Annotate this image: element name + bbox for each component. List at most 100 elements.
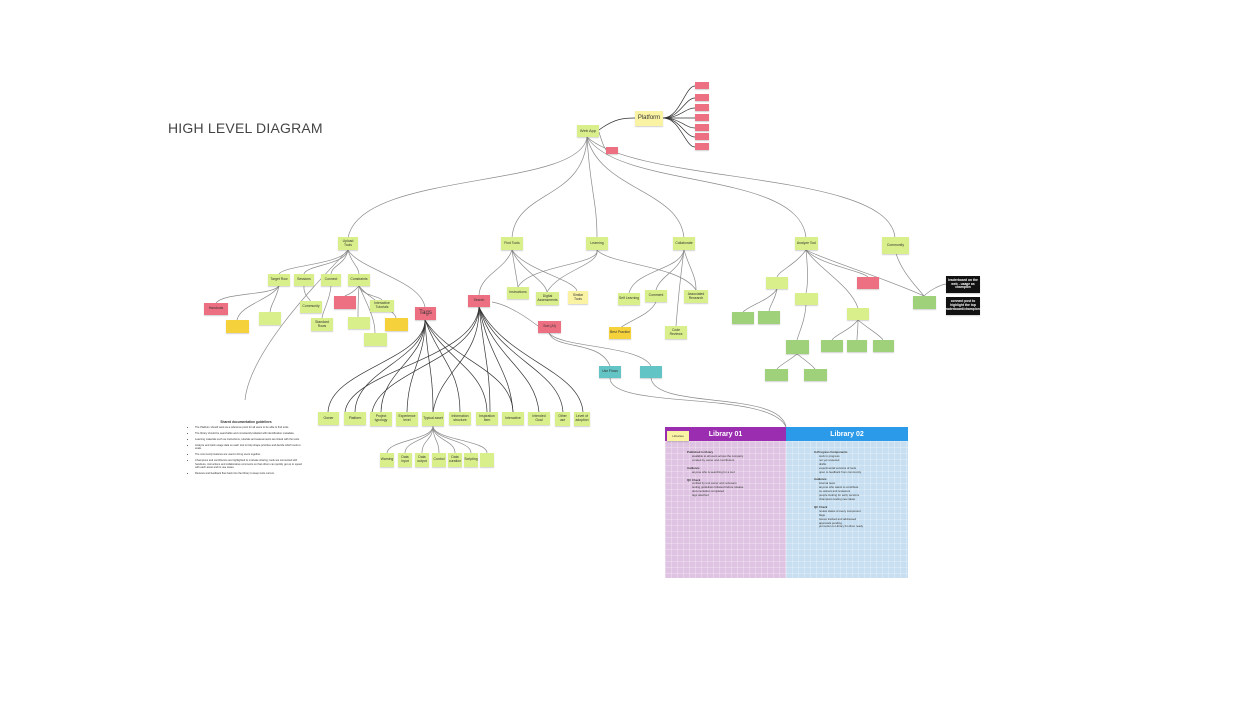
interactive-tutorials-node[interactable]: Interactive Tutorials <box>370 300 394 312</box>
find-tools-node[interactable]: Find Tools <box>501 237 523 250</box>
tag-item[interactable]: Information structure <box>449 412 471 425</box>
tag-item[interactable]: Experience level <box>396 412 418 426</box>
tag-item[interactable]: Level of adoption <box>574 412 590 426</box>
library-01-heading: Audience <box>687 465 700 470</box>
standard-rows-node[interactable]: Standard Rows <box>311 318 333 331</box>
library-01-line: testing guidelines followed before relea… <box>692 485 744 490</box>
analyze-sub-node[interactable] <box>758 311 780 324</box>
learning-node[interactable]: Learning <box>586 237 608 250</box>
digital-assessments-node[interactable]: Digital Assessments <box>536 292 559 305</box>
constraints-sub-node[interactable] <box>334 296 356 309</box>
library-01-line: curated by owner and contributors <box>692 457 735 462</box>
use-flows-node[interactable]: Use Flows <box>599 366 621 378</box>
upload-sub-node[interactable] <box>259 312 281 325</box>
library-01-line: available to all users across the compan… <box>692 453 744 458</box>
library-02-line: review status of every component <box>819 508 861 513</box>
target-row-node[interactable]: Target Row <box>268 274 290 286</box>
platform-item[interactable] <box>695 94 709 101</box>
library-01-line: documentation completed <box>692 489 725 494</box>
connect-node[interactable]: Connect <box>321 274 341 286</box>
asset-item[interactable] <box>480 453 494 467</box>
web-app-node[interactable]: Web App <box>577 125 599 137</box>
analyze-sub-node[interactable] <box>847 308 869 320</box>
tag-item[interactable]: Owner <box>318 412 339 425</box>
constraints-sub-node[interactable] <box>364 333 387 346</box>
handouts-node[interactable]: Handouts <box>204 303 228 315</box>
sub-node[interactable] <box>606 147 618 154</box>
asset-item[interactable]: Scripting <box>464 453 478 467</box>
analyze-sub-node[interactable] <box>795 293 818 305</box>
platform-item[interactable] <box>695 133 709 140</box>
teal-node[interactable] <box>640 366 662 378</box>
leaderboard-note[interactable]: leaderboard on the web - usage as champi… <box>946 276 980 293</box>
similar-tools-node[interactable]: Similar Tools <box>568 291 588 304</box>
tags-node[interactable]: Tags <box>415 307 436 320</box>
doc-item: Champions and contributors are highlight… <box>195 459 304 470</box>
self-learning-node[interactable]: Self Learning <box>618 293 640 305</box>
library-02-header: Library 02 <box>786 427 908 441</box>
asset-item[interactable]: Warning <box>380 453 394 467</box>
sessions-node[interactable]: Sessions <box>294 274 314 286</box>
instructions-node[interactable]: Instructions <box>507 287 529 299</box>
asset-item[interactable]: Data input <box>398 453 412 467</box>
platform-item[interactable] <box>695 82 709 89</box>
analyze-sub-node[interactable] <box>765 369 788 381</box>
library-02-panel[interactable]: Library 02 In-Progress Components work i… <box>786 427 908 578</box>
library-02-line: people looking for early versions <box>819 493 860 498</box>
library-02-line: open to feedback from community <box>819 469 862 474</box>
asset-item[interactable]: Control <box>432 453 446 467</box>
connect-post-note[interactable]: connect post to highlight the top leader… <box>946 297 980 315</box>
analyze-sub-node[interactable] <box>873 340 894 352</box>
tag-item[interactable]: Intended Goal <box>528 412 550 425</box>
library-tag-note[interactable]: Libraries <box>667 431 689 441</box>
community-sub-node[interactable] <box>913 296 936 309</box>
asset-item[interactable]: Data curation <box>448 453 462 467</box>
tag-item[interactable]: Other use <box>555 412 570 426</box>
community-link-node[interactable]: Community <box>300 301 322 313</box>
library-02-line: issues tracked and addressed <box>819 516 857 521</box>
library-02-heading: In-Progress Components <box>814 450 848 454</box>
analyze-sub-node[interactable] <box>766 277 788 289</box>
analyze-sub-node[interactable] <box>857 277 879 289</box>
library-02-body: In-Progress Components work in progress … <box>786 441 908 578</box>
tag-item[interactable]: Interactive <box>502 412 524 425</box>
platform-item[interactable] <box>695 124 709 131</box>
sort-ai-node[interactable]: Sort (AI) <box>538 321 561 333</box>
analyze-tool-node[interactable]: Analyze Tool <box>795 237 818 250</box>
code-reviews-node[interactable]: Code Reviews <box>665 326 687 339</box>
doc-list: The Platform should work as a reference … <box>188 426 304 475</box>
constraints-sub-node[interactable] <box>348 317 370 329</box>
platform-item[interactable] <box>695 143 709 150</box>
tag-item[interactable]: Typical asset <box>422 412 444 426</box>
tag-item[interactable]: Project typology <box>370 412 392 426</box>
tag-item[interactable]: Platform <box>344 412 366 425</box>
library-02-line: experimental versions of tools <box>819 465 856 470</box>
constraints-sub-node[interactable] <box>385 318 408 331</box>
analyze-sub-node[interactable] <box>847 340 867 352</box>
library-02-line: not yet reviewed <box>819 457 840 462</box>
collaborate-node[interactable]: Collaborate <box>673 237 695 250</box>
asset-item[interactable]: Data output <box>415 453 429 467</box>
comment-node[interactable]: Comment <box>645 290 667 302</box>
library-01-body: Published to library available to all us… <box>665 441 786 578</box>
upload-tools-node[interactable]: Upload Tools <box>338 237 358 250</box>
tag-item[interactable]: Inspiration Item <box>476 412 498 425</box>
doc-title: Shared documentation guidelines <box>220 420 272 424</box>
library-02-line: flags <box>819 512 825 517</box>
associated-research-node[interactable]: Associated Research <box>684 290 708 303</box>
analyze-sub-node[interactable] <box>732 312 754 324</box>
best-practice-node[interactable]: Best Practice <box>609 327 631 339</box>
platform-item[interactable] <box>695 114 709 121</box>
analyze-sub-node[interactable] <box>786 340 809 354</box>
library-01-panel[interactable]: Library 01 Published to library availabl… <box>665 427 786 578</box>
upload-sub-node[interactable] <box>226 320 249 333</box>
library-02-heading: QC Check <box>814 504 828 509</box>
analyze-sub-node[interactable] <box>804 369 827 381</box>
constraints-node[interactable]: Constraints <box>348 274 370 286</box>
analyze-sub-node[interactable] <box>821 340 843 352</box>
platform-node[interactable]: Platform <box>635 111 663 126</box>
search-node[interactable]: Search <box>468 295 490 307</box>
community-node[interactable]: Community <box>882 237 909 254</box>
platform-item[interactable] <box>695 104 709 111</box>
